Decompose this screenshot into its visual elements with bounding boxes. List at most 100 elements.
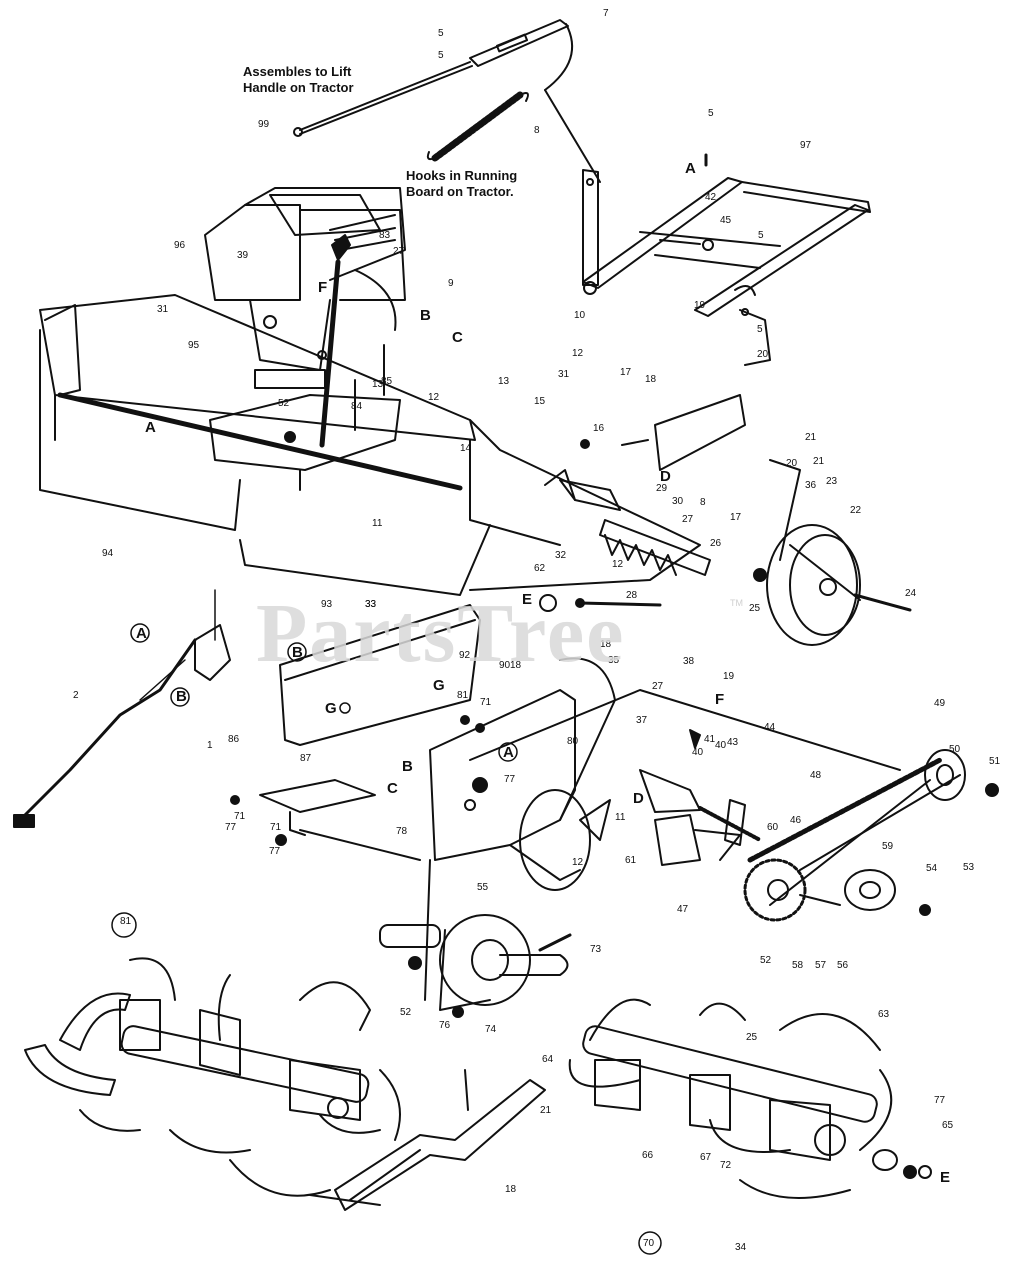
callout-number: 65: [942, 1120, 954, 1131]
callout-number: 57: [815, 960, 827, 971]
center-hub: [379, 914, 572, 1018]
reference-letter: A: [503, 744, 514, 761]
callout-number: 21: [813, 456, 825, 467]
callout-number: 96: [174, 240, 186, 251]
reference-letter: G: [325, 700, 337, 717]
callout-number: 53: [963, 862, 975, 873]
callout-number: 26: [710, 538, 722, 549]
callout-number: 13: [498, 376, 510, 387]
note-lift-handle-line1: Assembles to Lift: [243, 64, 352, 79]
reference-letter: E: [940, 1169, 950, 1186]
callout-number: 25: [746, 1032, 758, 1043]
callout-number: 22: [850, 505, 862, 516]
callout-number: 94: [102, 548, 114, 559]
callout-number: 51: [989, 756, 1001, 767]
callout-number: 64: [542, 1054, 554, 1065]
callout-number: 84: [351, 401, 363, 412]
callout-number: 61: [625, 855, 637, 866]
tine-shield: [39, 294, 701, 596]
callout-number: 19: [723, 671, 735, 682]
spring-8: [426, 89, 601, 183]
callout-number: 68: [0, 0, 12, 3]
callout-number: 86: [228, 734, 240, 745]
callout-number: 7: [603, 8, 609, 19]
callout-number: 18: [645, 374, 657, 385]
callout-number: 37: [636, 715, 648, 726]
callout-number: 77: [269, 846, 281, 857]
callout-number: 18: [505, 1184, 517, 1195]
callout-number: 13: [372, 379, 384, 390]
callout-number: 18: [600, 639, 612, 650]
callout-number: 95: [188, 340, 200, 351]
callout-number: 30: [672, 496, 684, 507]
callout-number: 99: [258, 119, 270, 130]
callout-number: 5: [758, 230, 764, 241]
callout-number: 76: [439, 1020, 451, 1031]
reference-letter: A: [145, 419, 156, 436]
callout-number: 41: [704, 734, 716, 745]
callout-number: 90: [499, 660, 511, 671]
reference-letter: A: [685, 160, 696, 177]
callout-number: 5: [708, 108, 714, 119]
watermark-tm: TM: [730, 598, 743, 608]
callout-number: 27: [652, 681, 664, 692]
belt-guard: [279, 604, 481, 746]
drag-bar: [309, 1069, 546, 1211]
note-running-board: Hooks in Running Board on Tractor.: [406, 168, 517, 200]
depth-bar: [599, 519, 711, 576]
callout-number: 48: [810, 770, 822, 781]
callout-number: 46: [790, 815, 802, 826]
reference-letter: B: [292, 644, 303, 661]
callout-number: 12: [428, 392, 440, 403]
callout-number: 67: [700, 1152, 712, 1163]
callout-number: 74: [485, 1024, 497, 1035]
callout-number: 17: [730, 512, 742, 523]
reference-letter: F: [318, 279, 327, 296]
callout-number: 40: [692, 747, 704, 758]
callout-number: 33: [365, 599, 377, 610]
callout-number: 44: [764, 722, 776, 733]
callout-number: 70: [643, 1238, 655, 1249]
callout-number: 27: [682, 514, 694, 525]
callout-number: 97: [800, 140, 812, 151]
callout-number: 35: [608, 655, 620, 666]
gauge-wheel-assembly: [654, 285, 912, 646]
callout-number: 42: [705, 192, 717, 203]
callout-number: 25: [749, 603, 761, 614]
callout-number: 2: [73, 690, 79, 701]
callout-number: 12: [612, 559, 624, 570]
callout-number: 63: [878, 1009, 890, 1020]
callout-number: 31: [157, 304, 169, 315]
callout-number: 31: [558, 369, 570, 380]
callout-number: 40: [715, 740, 727, 751]
callout-number: 20: [757, 349, 769, 360]
callout-number: 50: [949, 744, 961, 755]
callout-number: 43: [727, 737, 739, 748]
note-running-board-line1: Hooks in Running: [406, 168, 518, 183]
callout-number: 10: [574, 310, 586, 321]
main-housing: [424, 657, 901, 1001]
callout-number: 15: [534, 396, 546, 407]
callout-number: 23: [826, 476, 838, 487]
callout-number: 12: [572, 857, 584, 868]
callout-number: 29: [656, 483, 668, 494]
callout-number: 36: [805, 480, 817, 491]
reference-letter: B: [420, 307, 431, 324]
callout-number: 81: [457, 690, 469, 701]
callout-number: 12: [572, 348, 584, 359]
callout-number: 33: [365, 599, 377, 610]
callout-number: 19: [694, 300, 706, 311]
callout-number: 47: [677, 904, 689, 915]
callout-number: 16: [593, 423, 605, 434]
reference-letter: C: [452, 329, 463, 346]
callout-number: 87: [300, 753, 312, 764]
callout-number: 17: [620, 367, 632, 378]
reference-letter: F: [715, 691, 724, 708]
watermark: PartsTree: [256, 587, 626, 680]
callout-number: 28: [626, 590, 638, 601]
callout-number: 24: [905, 588, 917, 599]
callout-number: 14: [460, 443, 472, 454]
tine-assembly-right: [568, 998, 932, 1199]
